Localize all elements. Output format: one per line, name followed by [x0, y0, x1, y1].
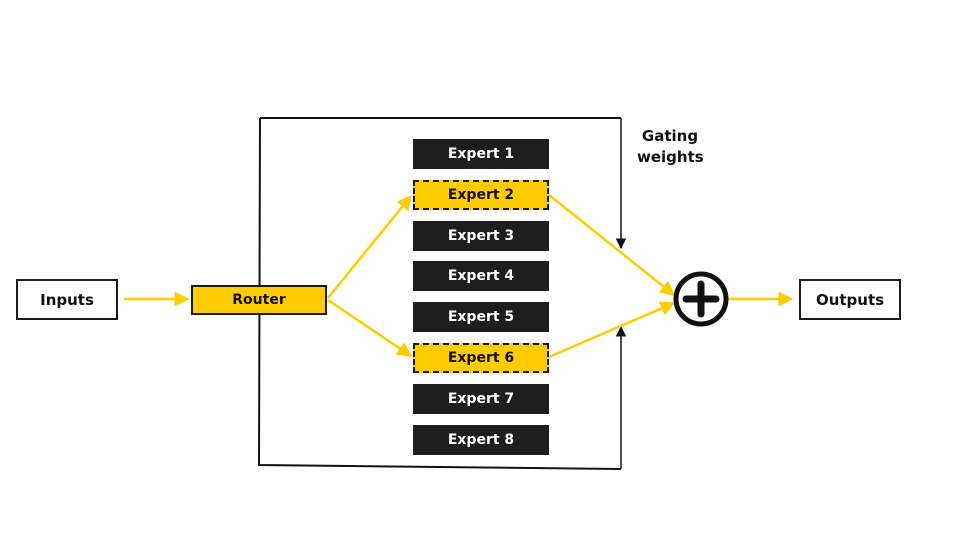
- plus-circle-icon: [673, 271, 729, 327]
- arrow-expert-2-combine: [548, 194, 676, 296]
- expert-box-selected: Expert 2: [413, 180, 549, 210]
- arrow-router-expert-2: [327, 194, 412, 299]
- gating-weights-label: Gating weights: [637, 127, 704, 166]
- arrow-router-expert-6: [327, 298, 413, 358]
- inputs-box: Inputs: [16, 279, 118, 320]
- expert-box: Expert 1: [413, 139, 549, 169]
- expert-box-selected: Expert 6: [413, 343, 549, 373]
- expert-box: Expert 7: [413, 384, 549, 414]
- arrow-expert-6-combine: [548, 301, 676, 359]
- expert-layer-frame: [257, 117, 622, 470]
- expert-box: Expert 4: [413, 261, 549, 291]
- expert-box: Expert 3: [413, 221, 549, 251]
- outputs-box: Outputs: [799, 279, 901, 320]
- expert-box: Expert 8: [413, 425, 549, 455]
- expert-box: Expert 5: [413, 302, 549, 332]
- router-box: Router: [191, 285, 327, 315]
